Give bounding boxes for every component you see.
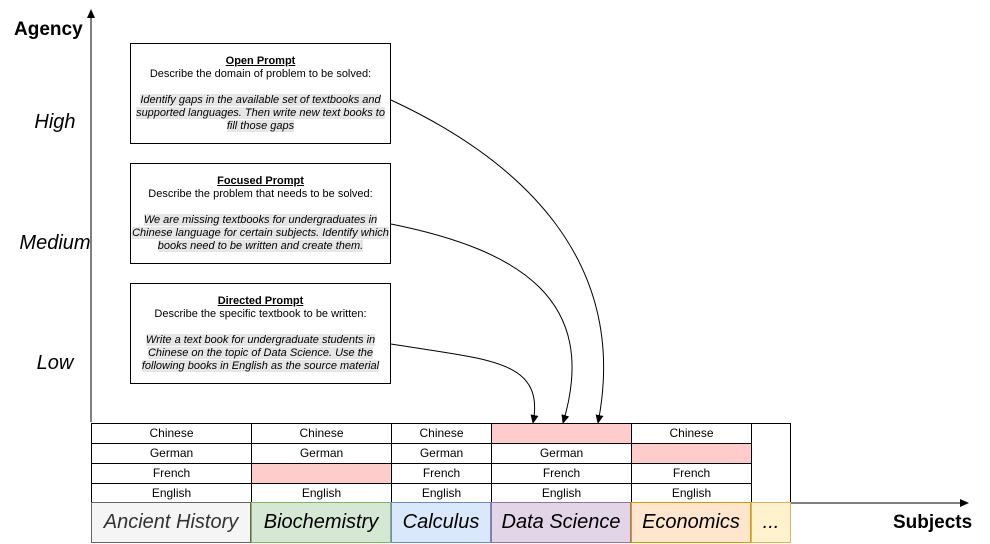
missing-language-cell	[251, 463, 392, 484]
prompt-title: Directed Prompt	[217, 295, 304, 307]
language-cell: Chinese	[251, 423, 392, 444]
prompt-example-line: We are missing textbooks for undergradua…	[143, 214, 378, 226]
connector-focused-prompt	[390, 223, 573, 424]
language-cell: French	[491, 463, 632, 484]
language-cell: English	[251, 483, 392, 504]
prompt-example-line: Identify gaps in the available set of te…	[140, 94, 381, 106]
language-cell: English	[91, 483, 252, 504]
language-cell: French	[391, 463, 492, 484]
missing-language-cell	[631, 443, 752, 464]
language-cell: Chinese	[631, 423, 752, 444]
prompt-title: Focused Prompt	[217, 175, 304, 187]
prompt-title: Open Prompt	[225, 55, 296, 67]
prompt-example: Identify gaps in the available set of te…	[131, 94, 390, 133]
prompt-example-line: Chinese language for certain subjects. I…	[132, 227, 389, 239]
subject-label: Economics	[631, 502, 751, 543]
language-cell: Chinese	[91, 423, 252, 444]
language-cell: English	[631, 483, 752, 504]
open-prompt-box: Open Prompt Describe the domain of probl…	[130, 43, 391, 144]
prompt-example: We are missing textbooks for undergradua…	[131, 214, 390, 253]
grid-frame	[751, 423, 791, 503]
prompt-example: Write a text book for undergraduate stud…	[131, 334, 390, 373]
prompt-example-line: following books in English as the source…	[141, 360, 380, 372]
language-cell: French	[91, 463, 252, 484]
y-axis-title: Agency	[14, 19, 83, 40]
connector-open-prompt	[390, 99, 604, 424]
prompt-example-line: Chinese on the topic of Data Science. Us…	[147, 347, 374, 359]
prompt-example-line: Write a text book for undergraduate stud…	[145, 334, 376, 346]
missing-language-cell	[491, 423, 632, 444]
prompt-example-line: fill those gaps	[226, 120, 295, 132]
language-cell: German	[251, 443, 392, 464]
language-cell: English	[391, 483, 492, 504]
prompt-example-line: books need to be written and create them…	[157, 240, 364, 252]
prompt-description: Describe the specific textbook to be wri…	[154, 308, 367, 320]
language-cell: German	[491, 443, 632, 464]
prompt-description: Describe the domain of problem to be sol…	[149, 68, 372, 80]
language-cell: Chinese	[391, 423, 492, 444]
agency-level-medium: Medium	[19, 232, 91, 254]
language-cell: German	[91, 443, 252, 464]
subject-label: Data Science	[491, 502, 631, 543]
prompt-description: Describe the problem that needs to be so…	[148, 188, 373, 200]
language-cell: German	[391, 443, 492, 464]
language-cell: French	[631, 463, 752, 484]
subject-label: Ancient History	[91, 502, 251, 543]
directed-prompt-box: Directed Prompt Describe the specific te…	[130, 283, 391, 384]
agency-level-low: Low	[36, 352, 74, 374]
connector-directed-prompt	[390, 343, 539, 424]
agency-level-high: High	[34, 111, 76, 133]
x-axis-title: Subjects	[893, 512, 973, 533]
focused-prompt-box: Focused Prompt Describe the problem that…	[130, 163, 391, 264]
subject-label: Biochemistry	[251, 502, 391, 543]
subject-label: Calculus	[391, 502, 491, 543]
language-cell: English	[491, 483, 632, 504]
prompt-example-line: supported languages. Then write new text…	[136, 107, 385, 119]
subject-label: ...	[751, 502, 791, 543]
